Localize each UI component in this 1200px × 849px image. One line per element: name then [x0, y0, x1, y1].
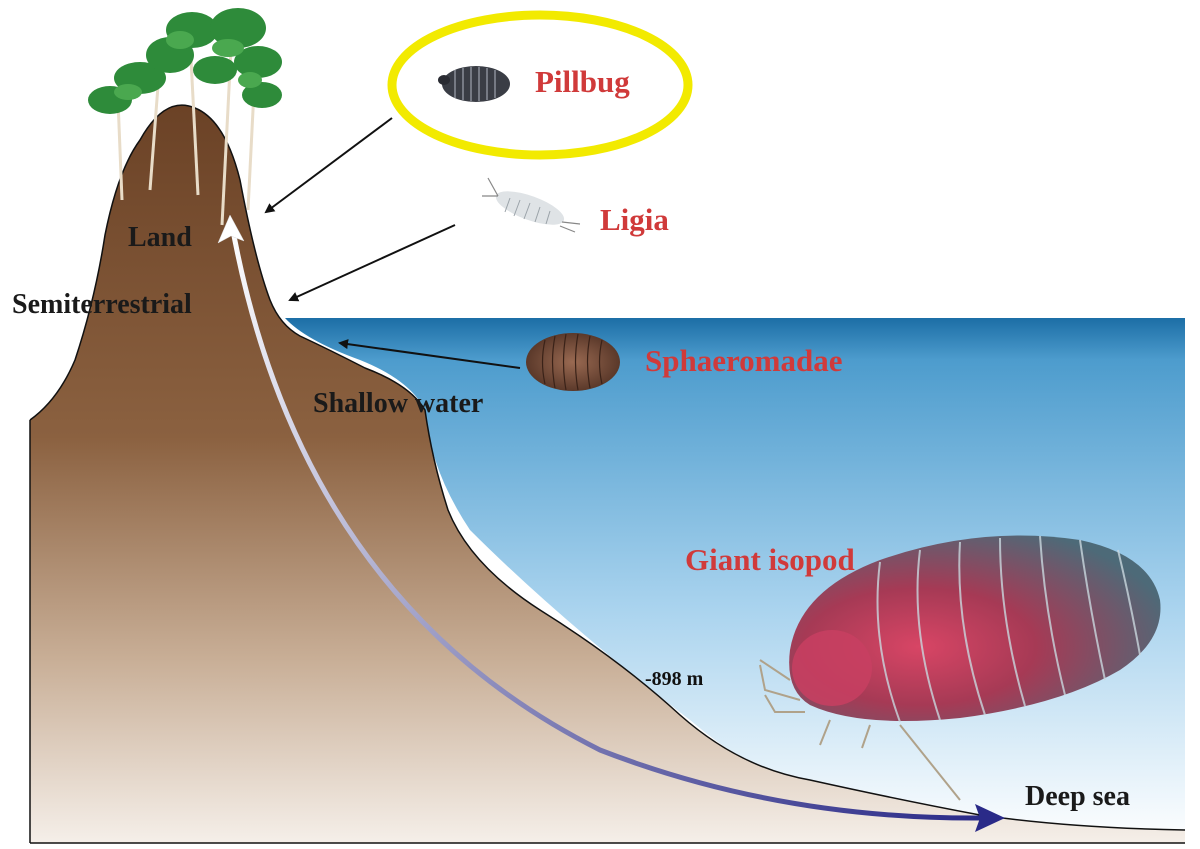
mountain-outline: [29, 104, 1186, 831]
semiterrestrial-label: Semiterrestrial: [12, 289, 192, 320]
tree-icon: [88, 8, 282, 226]
sphaeromadae-label: Sphaeromadae: [645, 343, 843, 378]
giant-isopod-label: Giant isopod: [685, 542, 855, 577]
pillbug-label: Pillbug: [535, 64, 630, 99]
ligia-label: Ligia: [600, 202, 669, 237]
deep-sea-label: Deep sea: [1025, 781, 1130, 812]
sphaeromadae-icon: [526, 333, 620, 391]
ligia-pointer-arrow: [288, 224, 456, 302]
evolution-arc-arrow: [229, 224, 986, 821]
evolution-arrowhead-land: [217, 214, 245, 244]
highlight-ellipse: [387, 10, 693, 160]
shallow-water-label: Shallow water: [313, 388, 483, 419]
evolution-arrowhead-deep: [975, 804, 1005, 832]
land-label: Land: [128, 222, 192, 253]
ligia-icon: [482, 177, 581, 233]
pillbug-pointer-arrow: [264, 117, 393, 214]
mountain-slope: [30, 105, 1185, 844]
depth-label: -898 m: [645, 668, 704, 690]
giant-isopod-icon: [759, 535, 1161, 801]
pillbug-icon: [438, 66, 510, 102]
sphaeromadae-pointer-arrow: [338, 339, 521, 369]
